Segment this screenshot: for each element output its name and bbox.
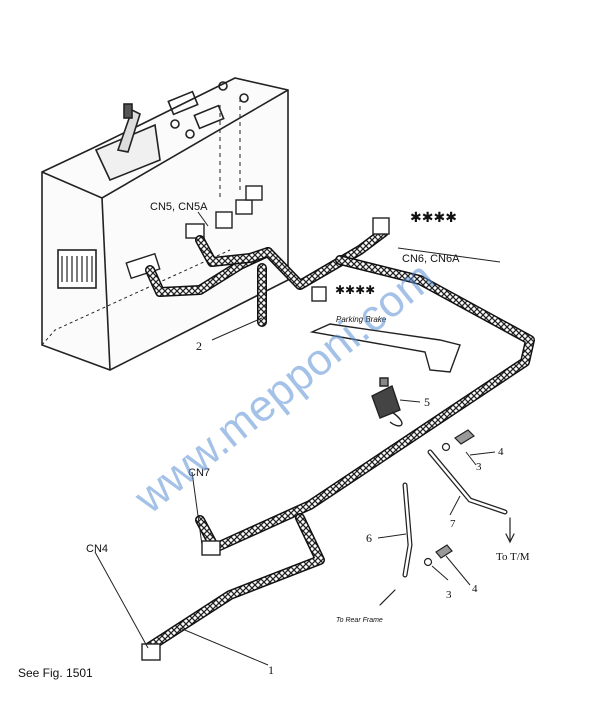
label-to-tm: To T/M bbox=[496, 551, 530, 563]
svg-text:✱✱✱✱: ✱✱✱✱ bbox=[335, 283, 375, 297]
label-cn4: CN4 bbox=[86, 543, 108, 555]
parking-brake-lever bbox=[309, 323, 461, 373]
cn4-connector bbox=[141, 643, 161, 661]
callout-2: 2 bbox=[196, 339, 202, 353]
label-cn7: CN7 bbox=[188, 467, 210, 479]
label-parking-brake: Parking Brake bbox=[336, 315, 387, 324]
callout-3a: 3 bbox=[476, 461, 482, 473]
label-see-fig: See Fig. 1501 bbox=[18, 666, 93, 680]
callout-7: 7 bbox=[450, 518, 456, 530]
terminal-marks: ✱✱✱✱ ✱✱✱✱ bbox=[335, 209, 457, 297]
svg-text:✱✱✱✱: ✱✱✱✱ bbox=[410, 209, 457, 225]
callout-3b: 3 bbox=[446, 589, 452, 601]
callout-6: 6 bbox=[366, 531, 372, 545]
harness-connectors bbox=[141, 217, 390, 661]
callout-4b: 4 bbox=[472, 583, 478, 595]
control-box bbox=[41, 77, 289, 371]
fasteners bbox=[423, 429, 475, 567]
callout-1: 1 bbox=[268, 663, 274, 677]
callout-4a: 4 bbox=[498, 446, 504, 458]
label-cn6: CN6, CN6A bbox=[402, 253, 460, 265]
label-to-rear-frame: To Rear Frame bbox=[336, 617, 383, 624]
ground-cables bbox=[379, 449, 515, 606]
switch-part-5 bbox=[371, 377, 403, 427]
cn6-connector bbox=[372, 217, 390, 235]
cn5-connectors bbox=[125, 185, 263, 280]
leader-lines bbox=[94, 211, 501, 666]
cn7-connector bbox=[201, 540, 221, 556]
label-cn5: CN5, CN5A bbox=[150, 201, 208, 213]
cn6a-connector bbox=[311, 286, 327, 302]
callout-5: 5 bbox=[424, 395, 430, 409]
